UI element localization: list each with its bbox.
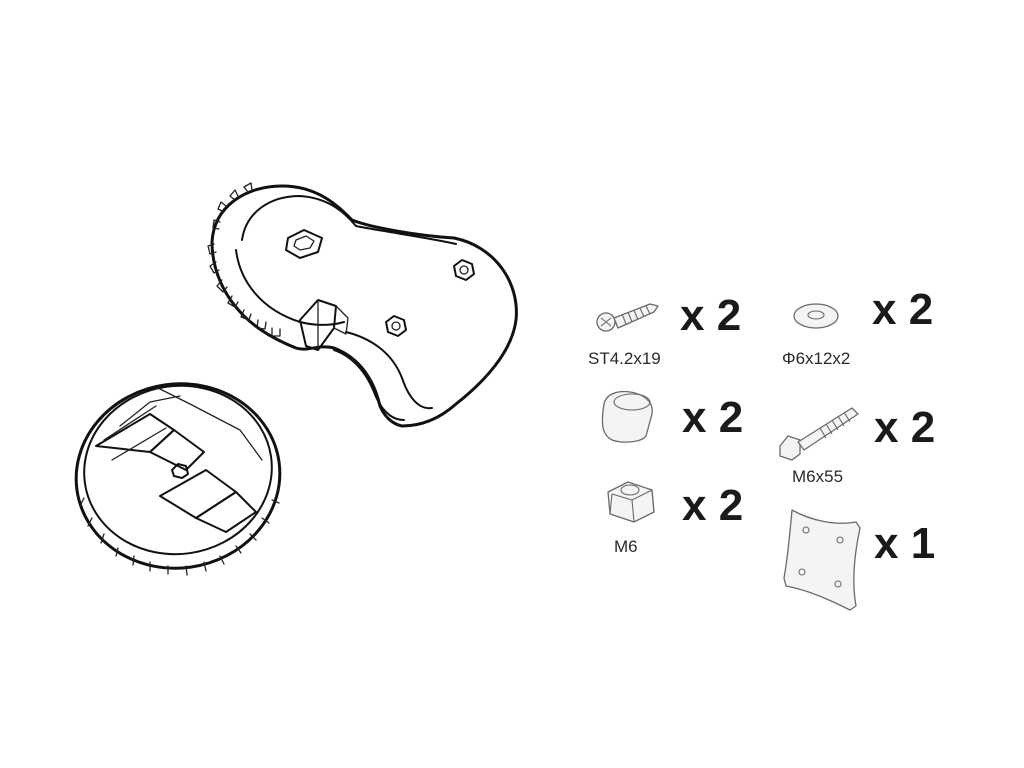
bolt-size-label: M6x55 (792, 467, 843, 486)
nut-quantity: x 2 (682, 481, 743, 530)
washer-quantity: x 2 (872, 285, 933, 334)
rubber-cap-icon (601, 390, 653, 443)
nut-icon (607, 481, 655, 523)
screw-icon (596, 303, 659, 332)
cap-quantity: x 2 (682, 393, 743, 442)
bracket-plate-icon (783, 509, 861, 611)
screw-size-label: ST4.2x19 (588, 349, 661, 368)
ratchet-clamp-body-icon (207, 182, 518, 428)
bolt-quantity: x 2 (874, 403, 935, 452)
washer-size-label: Φ6x12x2 (782, 349, 850, 368)
bolt-icon (779, 407, 859, 461)
toothed-ratchet-disc-icon (74, 382, 282, 576)
nut-size-label: M6 (614, 537, 638, 556)
washer-icon (793, 303, 839, 329)
plate-quantity: x 1 (874, 519, 935, 568)
screw-quantity: x 2 (680, 291, 741, 340)
